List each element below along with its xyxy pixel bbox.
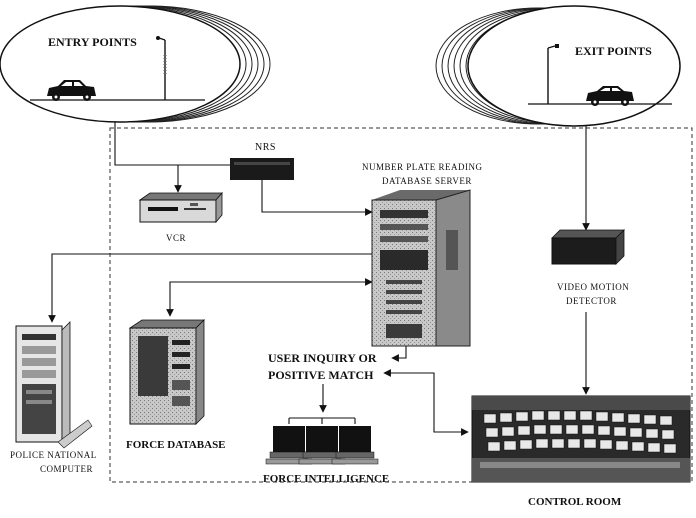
exit-points-label: EXIT POINTS <box>575 44 652 58</box>
force-intelligence-label: FORCE INTELLIGENCE <box>263 473 389 485</box>
user-inquiry-label-line2: POSITIVE MATCH <box>268 368 374 382</box>
force-database-label: FORCE DATABASE <box>126 439 226 451</box>
server-label-line1: NUMBER PLATE READING <box>362 162 483 172</box>
video-label-line1: VIDEO MOTION <box>557 282 629 292</box>
police-label-line2: COMPUTER <box>40 464 93 474</box>
video-motion-detector-icon: VIDEO MOTION DETECTOR <box>552 230 629 306</box>
terminal-icon <box>332 426 378 464</box>
force-intelligence-terminals: FORCE INTELLIGENCE <box>263 426 389 485</box>
database-server-icon: NUMBER PLATE READING DATABASE SERVER <box>362 162 483 346</box>
terminal-icon <box>266 426 312 464</box>
vcr-unit: VCR <box>140 193 222 243</box>
video-label-line2: DETECTOR <box>566 296 617 306</box>
exit-points-zone: EXIT POINTS <box>436 6 680 126</box>
entry-points-zone: ENTRY POINTS <box>0 6 270 122</box>
police-national-computer-icon: POLICE NATIONAL COMPUTER <box>10 322 97 474</box>
user-inquiry-label-line1: USER INQUIRY OR <box>268 351 377 365</box>
nrs-unit: NRS <box>230 142 294 180</box>
vcr-label: VCR <box>166 233 186 243</box>
police-label-line1: POLICE NATIONAL <box>10 450 97 460</box>
nrs-label: NRS <box>255 142 276 153</box>
control-room-image: CONTROL ROOM <box>472 396 690 508</box>
control-room-label: CONTROL ROOM <box>528 496 622 508</box>
user-inquiry-node: USER INQUIRY OR POSITIVE MATCH <box>268 351 377 382</box>
terminal-icon <box>299 426 345 464</box>
server-label-line2: DATABASE SERVER <box>382 176 472 186</box>
entry-points-label: ENTRY POINTS <box>48 35 137 49</box>
force-database-icon: FORCE DATABASE <box>126 320 226 451</box>
